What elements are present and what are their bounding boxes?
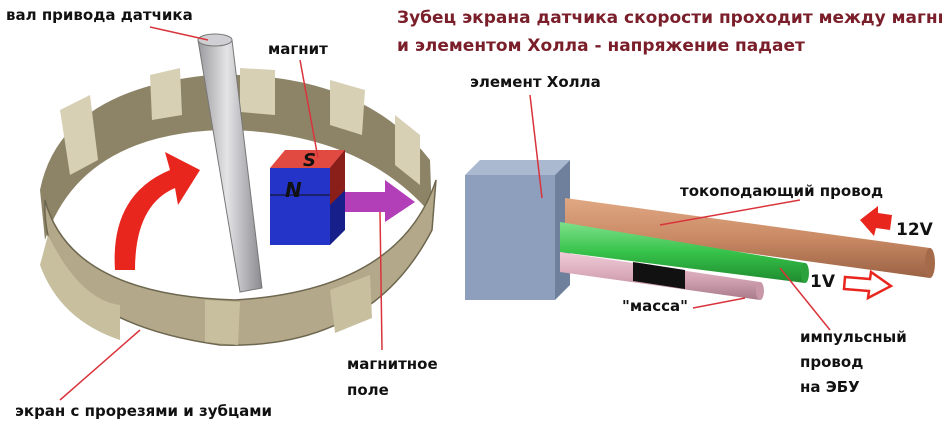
ground-wire (560, 252, 764, 300)
title-line-1: Зубец экрана датчика скорости проходит м… (397, 8, 942, 28)
drive-shaft (197, 33, 263, 293)
outgoing-voltage-arrow-icon (842, 269, 894, 301)
hall-element-label: элемент Холла (470, 73, 601, 91)
voltage-1v-label: 1V (810, 272, 835, 292)
magnetic-field-arrow-icon (345, 180, 415, 222)
slotted-screen (40, 68, 437, 346)
incoming-voltage-arrow-icon (860, 206, 892, 236)
signal-wire (560, 222, 809, 283)
magnet-n-pole: N (285, 178, 302, 202)
hall-element (465, 160, 570, 300)
ground-label: "масса" (622, 297, 688, 315)
supply-wire-label: токоподающий провод (680, 182, 884, 200)
shaft-label: вал привода датчика (6, 6, 193, 24)
magnet-s-pole: S (303, 150, 316, 171)
voltage-12v-label: 12V (896, 220, 933, 240)
magnet-label: магнит (268, 40, 328, 58)
signal-wire-label-2: провод (800, 353, 864, 371)
field-label-2: поле (347, 381, 389, 399)
supply-wire (565, 198, 935, 278)
magnet (270, 150, 345, 245)
leader-lines (59, 26, 831, 401)
signal-wire-label-1: импульсный (800, 328, 907, 346)
title-line-2: и элементом Холла - напряжение падает (397, 36, 805, 56)
field-label-1: магнитное (347, 355, 438, 373)
signal-wire-label-3: на ЭБУ (800, 378, 860, 396)
screen-label: экран с прорезями и зубцами (15, 402, 272, 420)
rotation-arrow-icon (114, 152, 200, 270)
